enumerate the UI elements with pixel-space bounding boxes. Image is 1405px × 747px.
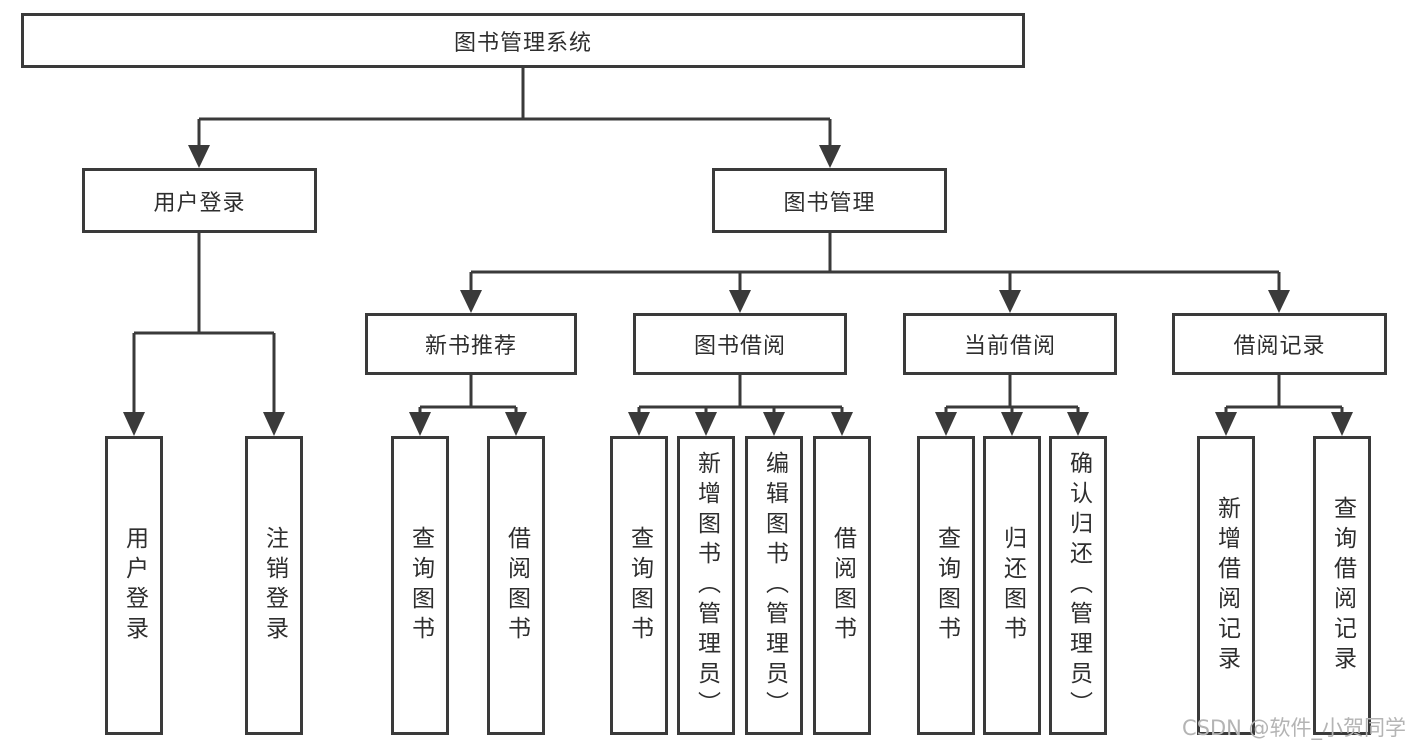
arrowhead	[628, 412, 650, 436]
arrowhead	[1268, 290, 1290, 313]
arrowhead	[729, 290, 751, 313]
connector-root-to-level2	[188, 68, 841, 168]
connector-user-login-children	[123, 233, 285, 436]
node-label: 查询图书	[626, 525, 653, 646]
leaf-borrow-books-1: 借阅图书	[487, 436, 545, 735]
arrowhead	[1331, 412, 1353, 436]
node-label: 确认归还（管理员）	[1065, 450, 1092, 721]
node-label: 新增借阅记录	[1213, 495, 1240, 676]
arrowhead	[123, 412, 145, 436]
node-label: 借阅记录	[1233, 334, 1326, 359]
node-label: 用户登录	[121, 525, 148, 646]
leaf-query-books-3: 查询图书	[917, 436, 975, 735]
node-label: 图书借阅	[693, 334, 786, 359]
arrowhead	[505, 412, 527, 436]
node-book-borrow: 图书借阅	[633, 313, 847, 375]
csdn-watermark: CSDN @软件_小贺同学	[1182, 716, 1405, 740]
arrowhead	[935, 412, 957, 436]
node-label: 新增图书（管理员）	[693, 450, 720, 721]
leaf-logout: 注销登录	[245, 436, 303, 735]
leaf-query-borrow-record: 查询借阅记录	[1313, 436, 1371, 735]
leaf-query-books-2: 查询图书	[610, 436, 668, 735]
node-label: 图书管理系统	[453, 30, 592, 56]
node-label: 当前借阅	[963, 334, 1056, 359]
node-label: 用户登录	[153, 190, 246, 216]
node-label: 查询借阅记录	[1329, 495, 1356, 676]
arrowhead	[188, 145, 210, 168]
node-root-system: 图书管理系统	[21, 13, 1025, 68]
leaf-user-login: 用户登录	[105, 436, 163, 735]
node-label: 图书管理	[783, 190, 876, 216]
node-label: 借阅图书	[829, 525, 856, 646]
leaf-borrow-books-2: 借阅图书	[813, 436, 871, 735]
arrowhead	[1001, 412, 1023, 436]
arrowhead	[263, 412, 285, 436]
node-label: 借阅图书	[503, 525, 530, 646]
leaf-edit-books-admin: 编辑图书（管理员）	[745, 436, 803, 735]
node-label: 编辑图书（管理员）	[761, 450, 788, 721]
arrowhead	[409, 412, 431, 436]
node-new-book-recommend: 新书推荐	[365, 313, 577, 375]
leaf-return-books: 归还图书	[983, 436, 1041, 735]
node-borrow-records: 借阅记录	[1172, 313, 1387, 375]
arrowhead	[999, 290, 1021, 313]
node-label: 注销登录	[261, 525, 288, 646]
arrowhead	[460, 290, 482, 313]
node-label: 归还图书	[999, 525, 1026, 646]
arrowhead	[695, 412, 717, 436]
leaf-add-books-admin: 新增图书（管理员）	[677, 436, 735, 735]
leaf-query-books-1: 查询图书	[391, 436, 449, 735]
node-book-management: 图书管理	[712, 168, 947, 233]
connector-book-borrow-children	[628, 375, 853, 436]
leaf-add-borrow-record: 新增借阅记录	[1197, 436, 1255, 735]
arrowhead	[1215, 412, 1237, 436]
connector-book-mgmt-children	[460, 233, 1290, 313]
arrowhead	[831, 412, 853, 436]
connector-new-book-children	[409, 375, 527, 436]
node-user-login: 用户登录	[82, 168, 317, 233]
node-label: 查询图书	[407, 525, 434, 646]
node-current-borrow: 当前借阅	[903, 313, 1117, 375]
node-label: 新书推荐	[424, 334, 517, 359]
connector-cur-borrow-children	[935, 375, 1089, 436]
node-label: 查询图书	[933, 525, 960, 646]
arrowhead	[1067, 412, 1089, 436]
arrowhead	[763, 412, 785, 436]
connector-borrow-rec-children	[1215, 375, 1353, 436]
leaf-confirm-return-admin: 确认归还（管理员）	[1049, 436, 1107, 735]
arrowhead	[819, 145, 841, 168]
